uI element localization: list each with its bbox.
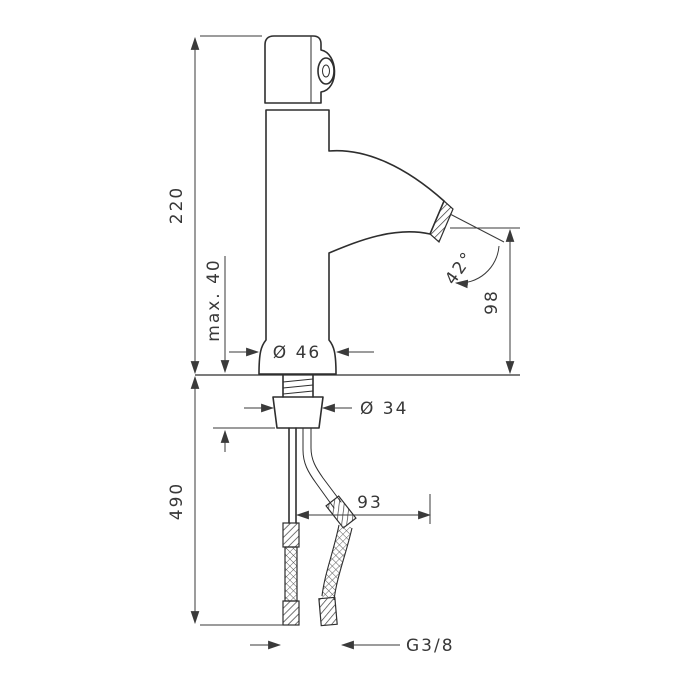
dim-label-max-thickness: max. 40: [204, 258, 224, 341]
thread-line: [282, 384, 314, 389]
dim-label-spout-height: 98: [482, 289, 502, 315]
left-hose-end-fitting: [282, 600, 300, 626]
dim-label-height-total: 220: [167, 186, 187, 224]
right-hose-braid-edge: [321, 524, 340, 597]
thread-line: [282, 390, 314, 395]
dim-label-base-diameter: Ø 46: [273, 343, 321, 363]
right-hose-braid: [321, 524, 352, 599]
body-and-spout-outline: [258, 109, 445, 375]
right-hose-crimp-fitting: [325, 495, 357, 529]
below-deck-assembly: [272, 374, 342, 524]
select-button-icon: [317, 57, 335, 85]
left-hose-crimp-fitting: [282, 522, 300, 548]
right-hose-tube: [302, 427, 335, 509]
handle-outline: [264, 35, 336, 104]
mounting-nut: [272, 396, 324, 429]
right-hose-end-fitting: [318, 596, 338, 627]
dimension-annotations: [190, 35, 520, 650]
angle-arc: [454, 245, 500, 289]
right-hose-braid-edge: [333, 527, 353, 601]
dim-label-hole-diameter: Ø 34: [360, 399, 408, 419]
select-button-center-icon: [322, 64, 330, 78]
thread-line: [282, 378, 314, 383]
angle-ref-line: [449, 213, 505, 243]
right-hose-tube: [310, 427, 342, 503]
left-hose-braid: [284, 546, 298, 602]
aerator: [429, 199, 454, 244]
faucet-outline: [258, 35, 445, 375]
dim-label-thread: G3/8: [406, 636, 455, 656]
dim-label-hose-offset: 93: [357, 493, 383, 513]
dim-label-spout-angle: 42°: [441, 248, 478, 289]
dim-label-height-below: 490: [167, 482, 187, 520]
